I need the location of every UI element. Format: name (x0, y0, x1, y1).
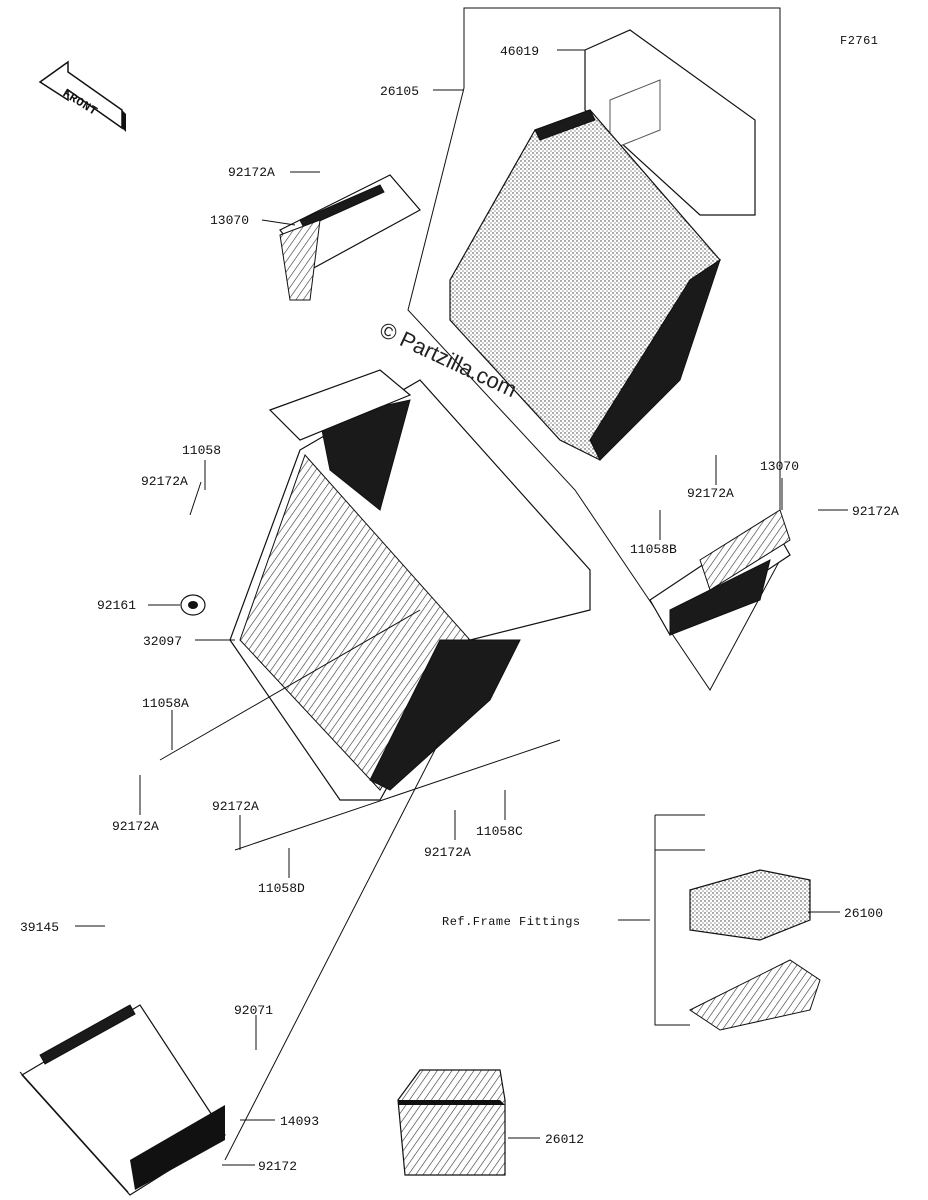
ref-bracket (654, 815, 690, 1026)
callout-92071: 92071 (234, 1003, 273, 1018)
right-bracket-part (649, 509, 791, 636)
callout-92172a-7: 92172A (424, 845, 471, 860)
element-group-outline (407, 7, 781, 691)
callout-14093: 14093 (280, 1114, 319, 1129)
callout-46019: 46019 (500, 44, 539, 59)
screen-plate-part (19, 1004, 226, 1196)
callout-11058a: 11058A (142, 696, 189, 711)
callout-26100: 26100 (844, 906, 883, 921)
callout-92172a-1: 92172A (228, 165, 275, 180)
leader-lines (75, 49, 848, 1166)
battery-box-part (397, 1069, 506, 1176)
callout-92172a-6: 92172A (212, 799, 259, 814)
callout-39145: 39145 (20, 920, 59, 935)
callout-11058d: 11058D (258, 881, 305, 896)
airbox-housing-part (229, 369, 591, 801)
callout-92172a-3: 92172A (687, 486, 734, 501)
callout-32097: 32097 (143, 634, 182, 649)
ref-note: Ref.Frame Fittings (442, 915, 581, 929)
callout-11058b: 11058B (630, 542, 677, 557)
frame-fitting-part (689, 869, 821, 1031)
callout-13070-right: 13070 (760, 459, 799, 474)
callout-26105: 26105 (380, 84, 419, 99)
front-arrow-icon: FRONT (38, 60, 126, 132)
callout-13070-left: 13070 (210, 213, 249, 228)
callout-92172: 92172 (258, 1159, 297, 1174)
grommet-part (180, 594, 206, 616)
seal-part (584, 29, 756, 216)
figure-id: F2761 (840, 34, 879, 48)
callout-11058c: 11058C (476, 824, 523, 839)
callout-92161: 92161 (97, 598, 136, 613)
left-bracket-part (279, 174, 421, 301)
callout-26012: 26012 (545, 1132, 584, 1147)
callout-92172a-5: 92172A (112, 819, 159, 834)
callout-11058: 11058 (182, 443, 221, 458)
callout-92172a-2: 92172A (141, 474, 188, 489)
filter-element-part (449, 109, 721, 461)
callout-92172a-4: 92172A (852, 504, 899, 519)
